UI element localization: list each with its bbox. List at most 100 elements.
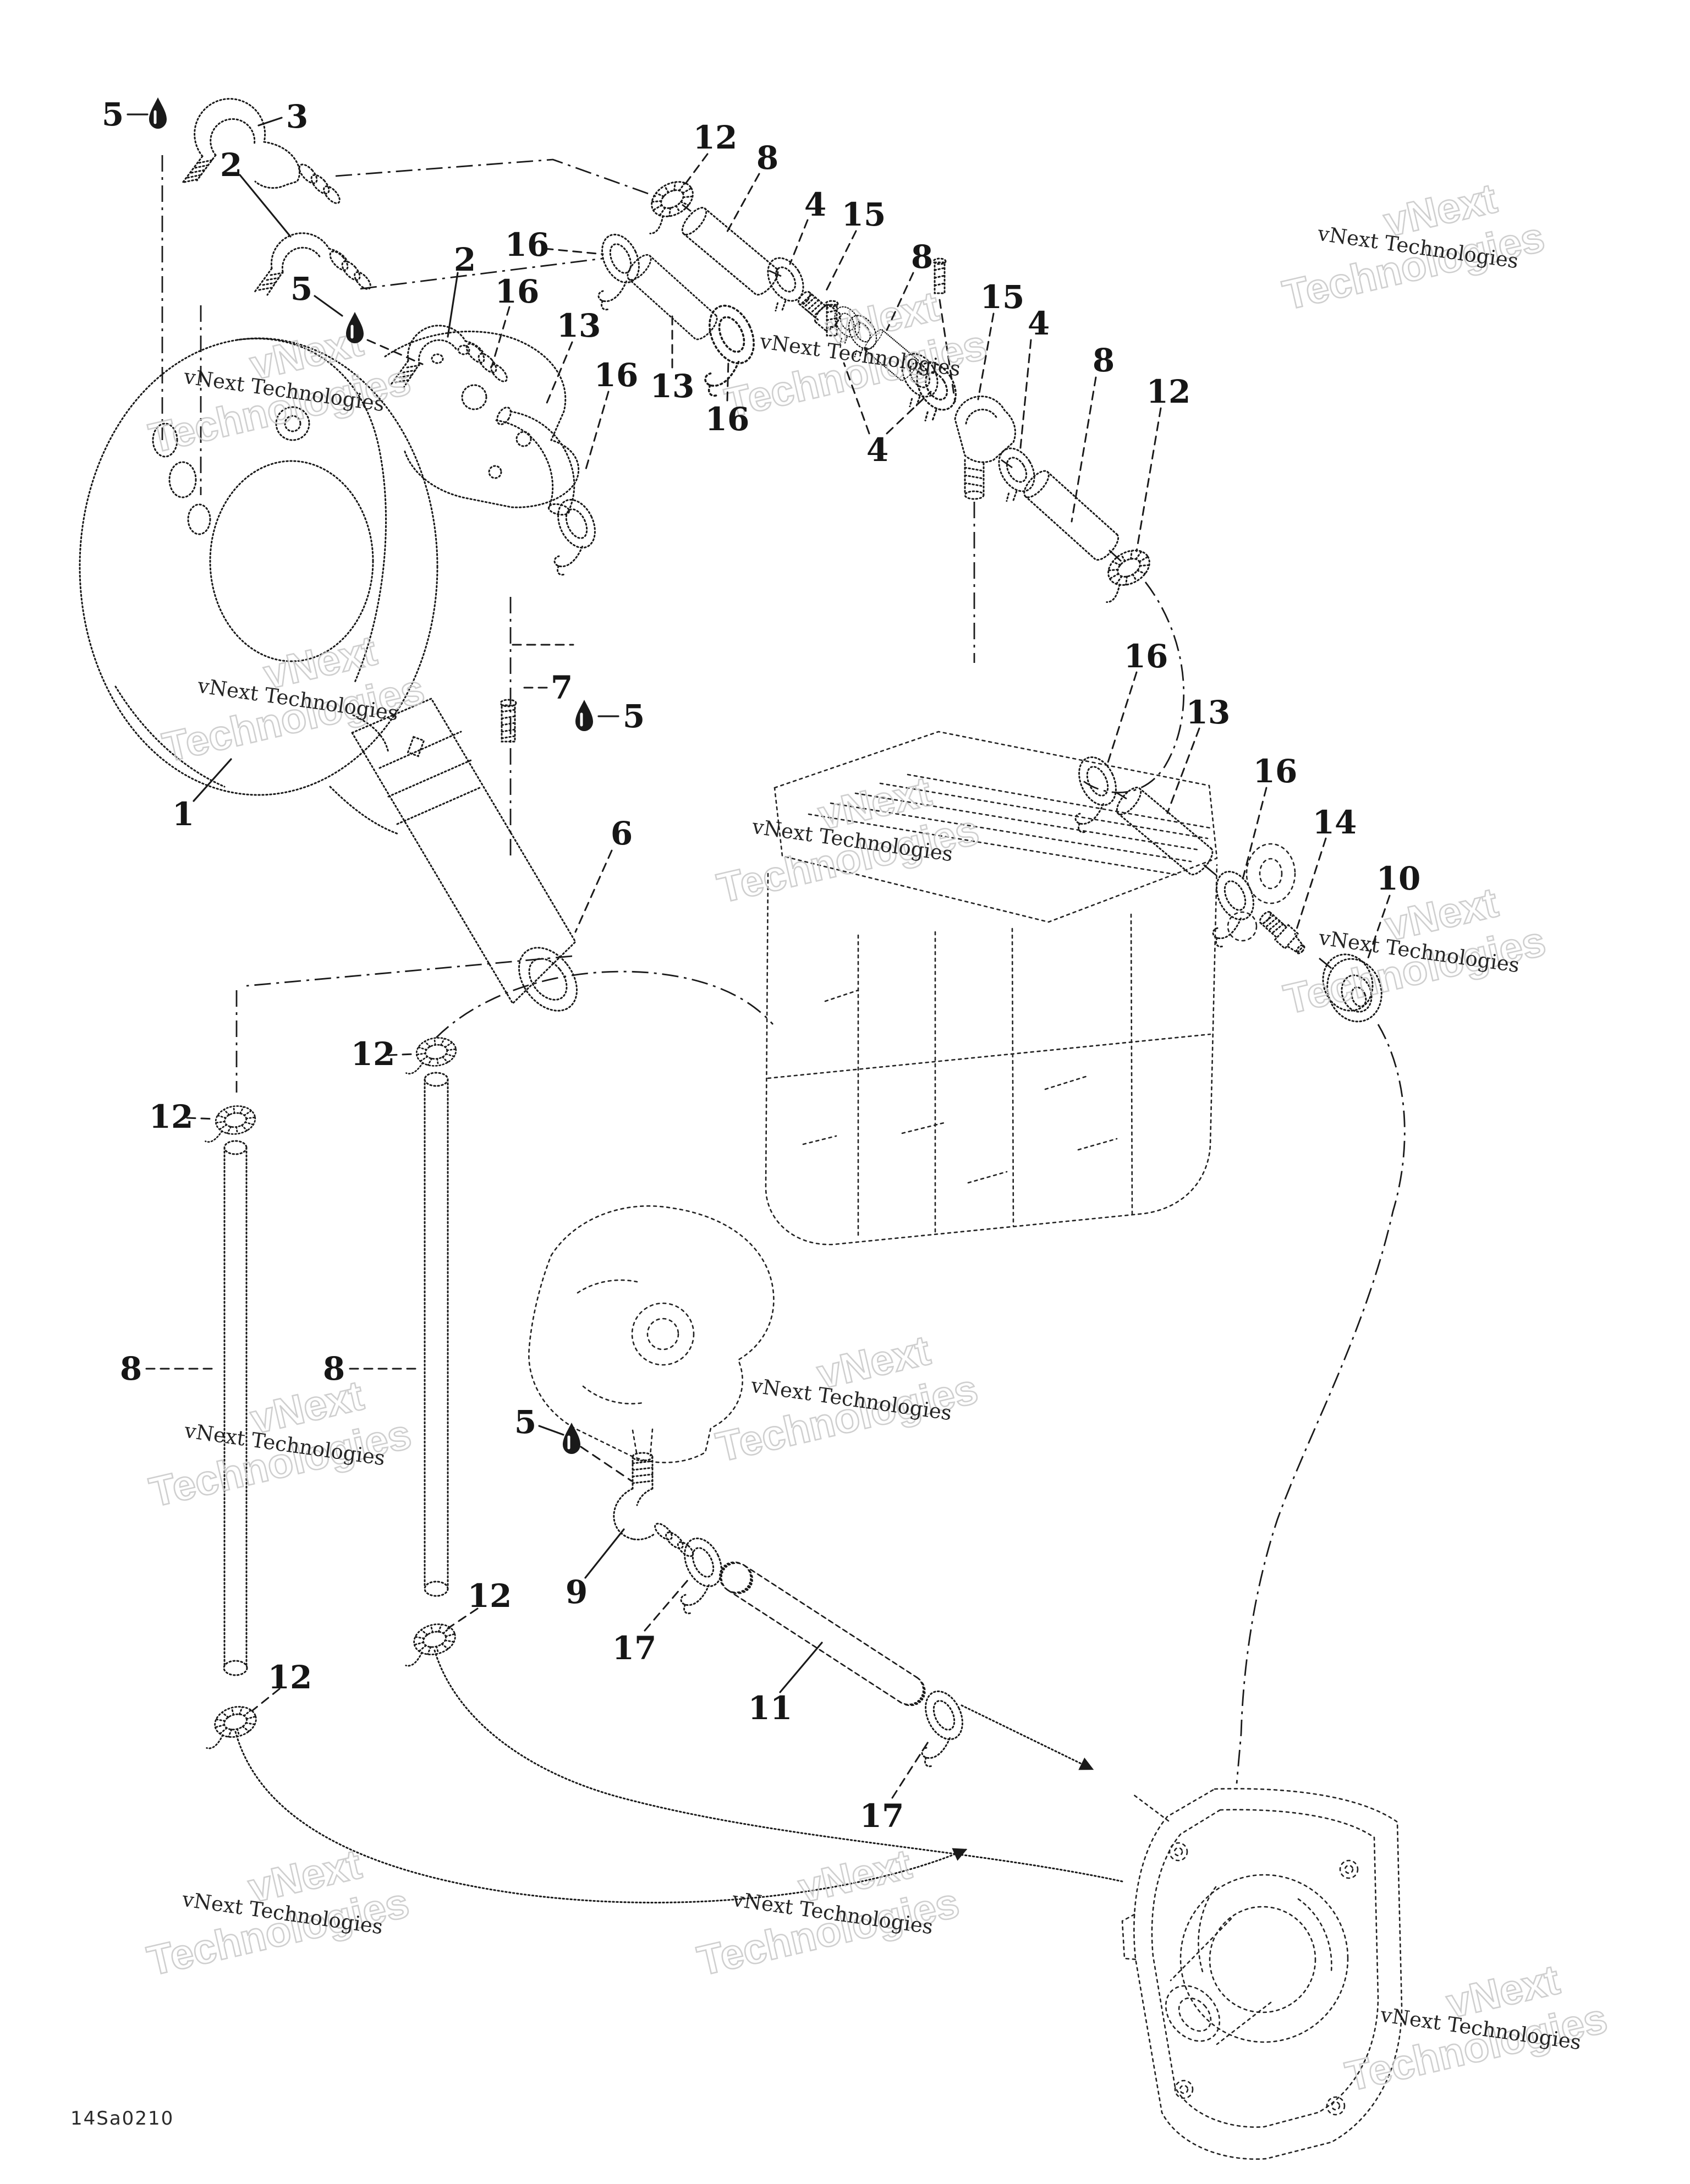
hose-13-icon <box>1112 783 1217 880</box>
top-hose-chain <box>632 174 1159 604</box>
callout-number: 8 <box>756 139 778 177</box>
callout-leader <box>1019 339 1032 454</box>
callout-6: 6 <box>574 815 633 933</box>
callout-leader <box>886 272 914 331</box>
drop-icon <box>563 1423 580 1454</box>
callout-number: 16 <box>505 226 550 264</box>
hose-13-icon <box>623 250 722 344</box>
callout-8: 8 <box>1071 342 1115 523</box>
callout-number: 12 <box>1146 373 1191 410</box>
clamp-17-icon <box>898 1684 977 1769</box>
callout-leader <box>1106 671 1138 767</box>
callout-leader <box>186 1117 216 1120</box>
callout-4: 4 <box>843 362 932 469</box>
callout-leader <box>1242 787 1268 878</box>
callout-number: 5 <box>514 1403 536 1441</box>
callout-10: 10 <box>1367 860 1420 961</box>
flow-arrow-line <box>961 1704 1094 1770</box>
callout-number: 15 <box>842 196 886 233</box>
callout-number: 16 <box>594 356 639 394</box>
hose-13-curved <box>495 407 575 516</box>
mid-hose-chain <box>495 228 771 578</box>
callout-leader <box>544 341 573 409</box>
diagram-artwork <box>79 98 1406 2160</box>
callout-number: 2 <box>220 146 242 184</box>
elbow-fitting-9 <box>613 1452 694 1557</box>
callout-1: 1 <box>172 758 232 833</box>
callout-number: 16 <box>1124 638 1168 675</box>
callout-8: 8 <box>323 1350 419 1387</box>
callout-leader <box>387 1053 416 1056</box>
callout-number: 8 <box>1093 342 1115 379</box>
clamp-12-icon <box>1089 542 1159 604</box>
callout-2: 2 <box>220 146 292 238</box>
callout-leader <box>779 1642 823 1693</box>
callout-number: 1 <box>172 795 194 833</box>
grommet-10 <box>1322 953 1382 1023</box>
callout-number: 17 <box>612 1629 657 1667</box>
callout-leader <box>843 362 870 435</box>
drop-icon <box>149 97 167 129</box>
callout-number: 11 <box>748 1689 793 1727</box>
callout-leader <box>724 173 760 237</box>
fitting-14 <box>1259 911 1305 954</box>
callout-13: 13 <box>650 314 694 405</box>
loctite-drop-layer <box>149 97 593 1454</box>
callout-number: 15 <box>980 278 1025 316</box>
callout-leader <box>314 295 343 317</box>
callout-leader <box>538 1425 564 1436</box>
callout-leader <box>726 360 729 402</box>
callout-12: 12 <box>681 119 737 189</box>
callout-leader <box>823 230 857 296</box>
callout-leader <box>681 153 709 189</box>
callout-leader <box>1166 727 1200 814</box>
callout-number: 16 <box>495 273 540 310</box>
callout-leader <box>644 1577 691 1632</box>
callout-leader <box>891 1738 931 1799</box>
routing-lines <box>161 155 1406 1784</box>
callout-3: 3 <box>257 98 308 135</box>
callout-16: 16 <box>705 360 749 438</box>
callout-leader <box>447 272 459 338</box>
callout-4: 4 <box>789 186 826 265</box>
hose-8-icon <box>677 203 783 300</box>
callout-leader <box>584 1528 625 1579</box>
hose-route-line <box>434 1649 1123 1883</box>
drop-icon <box>346 312 364 343</box>
callout-5: 5 <box>102 96 149 133</box>
callout-leader <box>1367 895 1391 961</box>
callout-number: 17 <box>860 1797 904 1835</box>
callout-12: 12 <box>1135 373 1191 552</box>
bleed-screw-7 <box>500 699 517 743</box>
callout-8: 8 <box>886 238 933 331</box>
callout-16: 16 <box>505 226 604 264</box>
callout-17: 17 <box>612 1577 691 1667</box>
clamp-16-icon <box>1189 865 1268 950</box>
clamp-12-icon <box>197 1702 262 1750</box>
callout-number: 4 <box>1028 305 1050 342</box>
callout-number: 8 <box>323 1350 345 1387</box>
callout-2: 2 <box>447 241 476 338</box>
callout-number: 14 <box>1313 804 1357 841</box>
callout-leader <box>544 248 604 255</box>
callout-number: 13 <box>557 307 601 344</box>
drop-icon <box>575 700 593 731</box>
callout-9: 9 <box>566 1528 625 1611</box>
callout-leader <box>257 117 283 127</box>
elbow-fitting-2a <box>253 232 371 296</box>
callout-15: 15 <box>823 196 886 296</box>
callout-16: 16 <box>491 273 540 367</box>
callout-number: 7 <box>551 669 573 706</box>
callout-leader <box>886 391 932 435</box>
hose-route-arrow-line <box>234 1731 968 1903</box>
callout-16: 16 <box>584 356 639 472</box>
callout-leader <box>251 1688 281 1712</box>
callout-5: 5 <box>514 1403 564 1441</box>
